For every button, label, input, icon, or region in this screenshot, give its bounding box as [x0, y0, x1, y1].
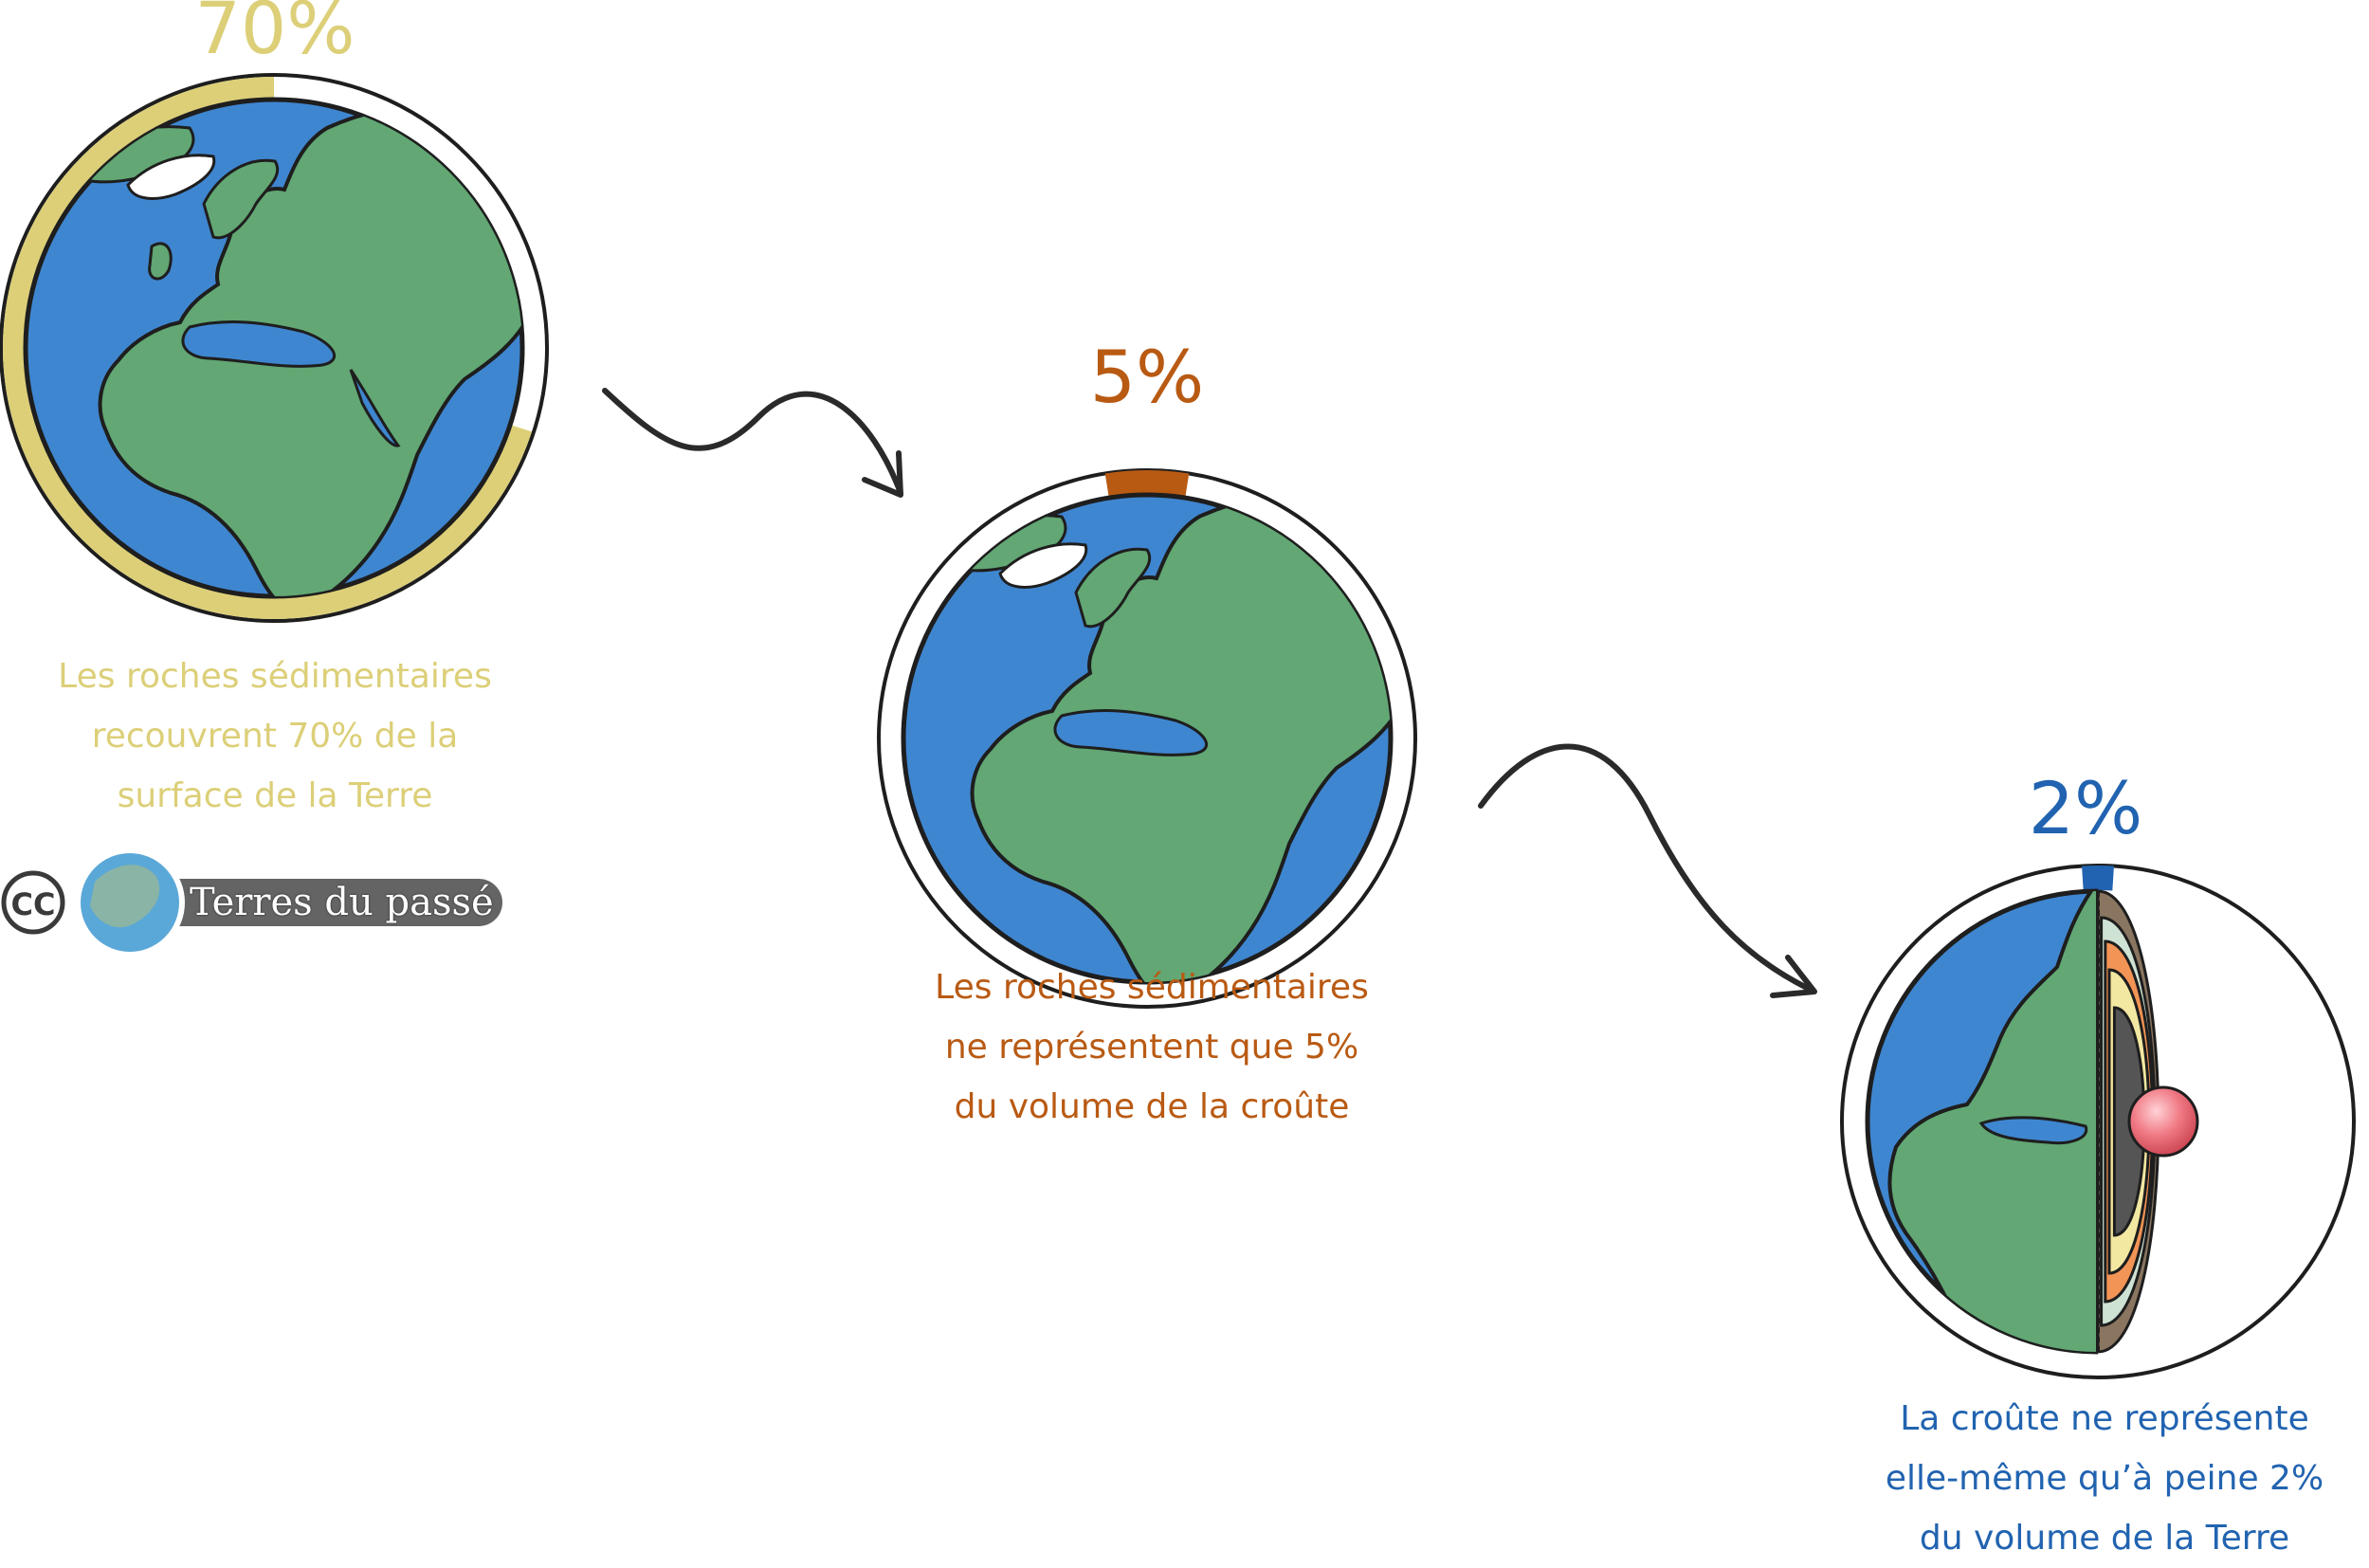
british-isles [148, 242, 173, 281]
volume-caption: Les roches sédimentaires ne représentent… [905, 957, 1398, 1137]
surface-caption: Les roches sédimentaires recouvrent 70% … [38, 647, 512, 826]
inner-core-layer [2127, 1085, 2199, 1158]
caption-line: du volume de la Terre [1919, 1519, 2290, 1558]
ice-cap [998, 542, 1088, 589]
globe-half [1865, 888, 2098, 1355]
caption-line: Les roches sédimentaires [935, 968, 1369, 1007]
cc-license-icon [1, 870, 65, 935]
caption-line: elle-même qu’à peine 2% [1885, 1459, 2324, 1498]
red-sea [349, 369, 401, 447]
mediterranean-sea [181, 320, 336, 368]
volume-percent-arc [1104, 470, 1190, 499]
logo-name: Terres du passé [190, 881, 494, 924]
earth-percent-arc [2082, 866, 2114, 891]
surface-percent-arc [3, 77, 532, 619]
ice-cap [126, 154, 216, 200]
cc-license-label: CC [11, 886, 56, 922]
earth-caption: La croûte ne représente elle-même qu’à p… [1858, 1389, 2351, 1568]
terres-du-passe-logo: CC [1, 848, 502, 957]
globe-continents [74, 106, 522, 596]
caption-line: surface de la Terre [117, 776, 433, 815]
caption-line: du volume de la croûte [954, 1087, 1350, 1126]
caption-line: Les roches sédimentaires [58, 657, 492, 696]
volume-percent-label: 5% [1089, 335, 1205, 419]
caption-line: recouvrent 70% de la [91, 717, 459, 756]
mediterranean-sea [1978, 1116, 2088, 1145]
caption-line: ne représentent que 5% [944, 1028, 1359, 1067]
earth-percent-label: 2% [2028, 766, 2143, 850]
scandinavia [1074, 547, 1151, 629]
logo-globe-land-icon [90, 865, 160, 928]
earth-interior-layers [2096, 889, 2199, 1354]
arrow-volume-to-earth [1478, 743, 1817, 998]
arrow-surface-to-volume [602, 388, 903, 498]
panel-earth-volume [1840, 864, 2356, 1379]
scandinavia [202, 158, 279, 240]
surface-percent-label: 70% [194, 0, 355, 70]
logo-banner [123, 879, 502, 926]
caption-line: La croûte ne représente [1900, 1399, 2309, 1438]
mediterranean-sea [1053, 709, 1208, 757]
panel-surface [0, 73, 549, 623]
panel-crust-volume [877, 468, 1417, 1009]
